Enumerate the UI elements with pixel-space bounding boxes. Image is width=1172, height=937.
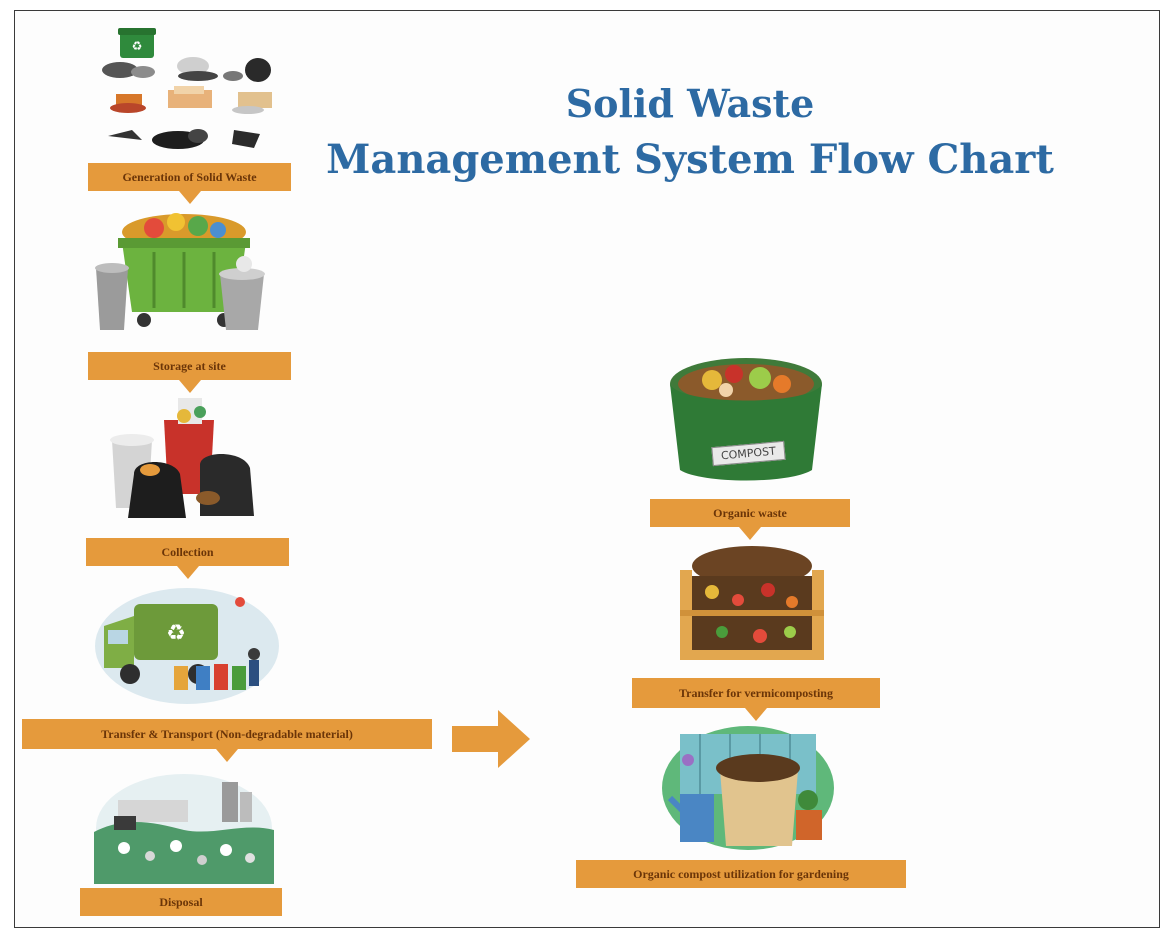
step-storage-label: Storage at site xyxy=(88,352,291,393)
step-generation-label: Generation of Solid Waste xyxy=(88,163,291,204)
svg-text:♻: ♻ xyxy=(132,39,143,53)
organic-waste-tub-illustration xyxy=(662,350,832,490)
waste-generation-illustration: ♻ xyxy=(98,26,278,156)
step-disposal-label: Disposal xyxy=(80,888,282,916)
svg-text:♻: ♻ xyxy=(166,621,186,646)
title-line-1: Solid Waste xyxy=(565,81,815,126)
right-arrow xyxy=(452,710,532,768)
storage-dumpster-illustration xyxy=(94,212,274,336)
gardening-compost-illustration xyxy=(660,724,836,852)
collection-bins-illustration xyxy=(104,394,264,524)
step-organic-waste-label: Organic waste xyxy=(650,499,850,540)
step-gardening-label: Organic compost utilization for gardenin… xyxy=(576,860,906,888)
step-transport-label: Transfer & Transport (Non-degradable mat… xyxy=(22,719,432,762)
step-vermicomposting-label: Transfer for vermicomposting xyxy=(632,678,880,721)
vermicompost-bin-illustration xyxy=(672,540,832,664)
title-line-2: Management System Flow Chart xyxy=(326,136,1054,183)
transport-truck-illustration: ♻ xyxy=(94,582,280,708)
step-collection-label: Collection xyxy=(86,538,289,579)
page-title: Solid Waste Management System Flow Chart xyxy=(320,76,1060,188)
disposal-landfill-illustration xyxy=(94,772,274,884)
